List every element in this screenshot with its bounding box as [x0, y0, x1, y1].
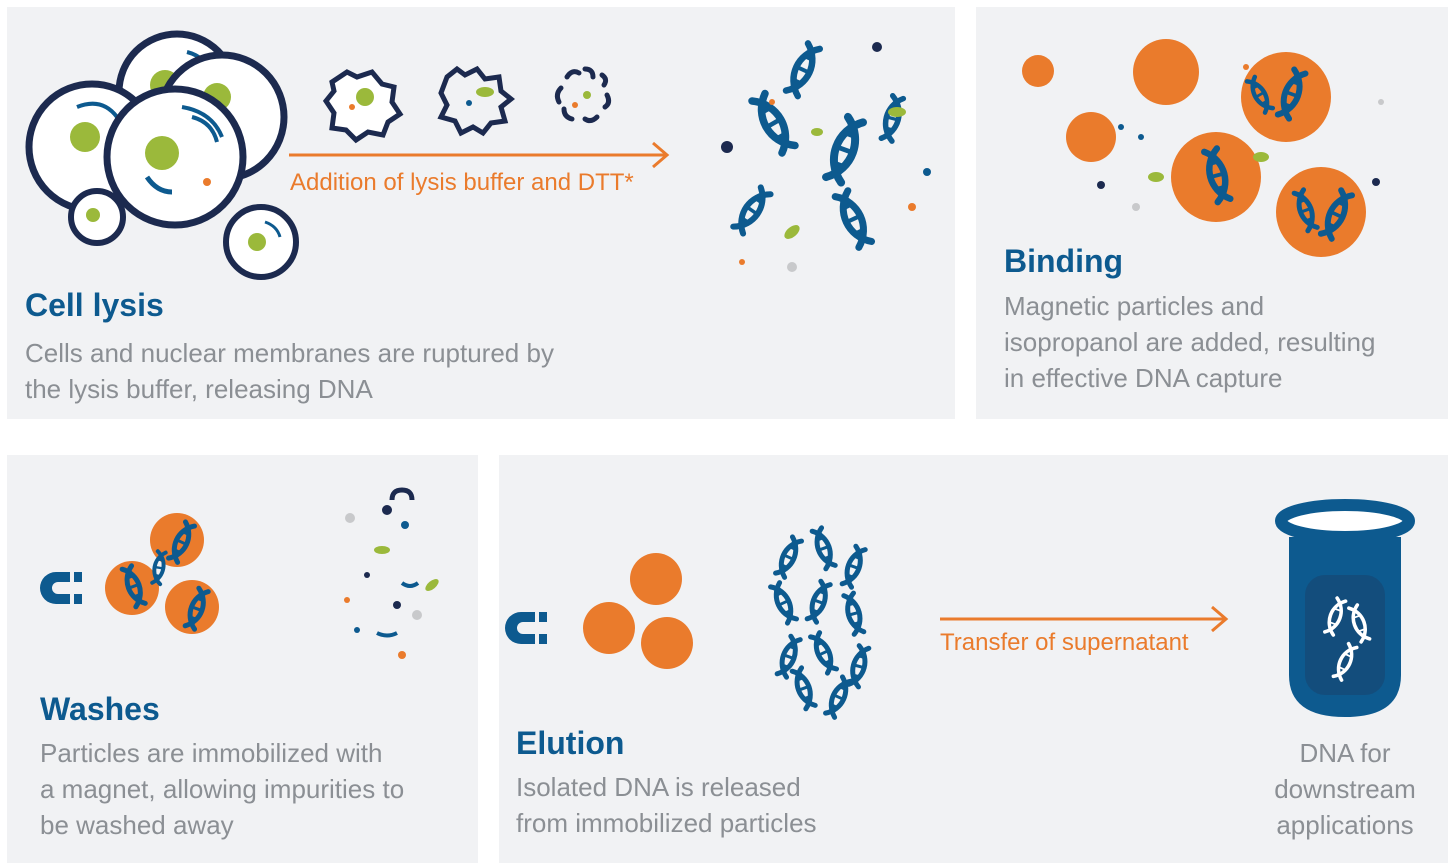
washes-description-line-3: be washed away [40, 810, 234, 840]
result-line-2: downstream [1274, 774, 1416, 804]
elution-panel: Transfer of supernatant Elution Isolated… [499, 455, 1448, 863]
washes-title: Washes [40, 691, 160, 727]
transfer-arrow-label: Transfer of supernatant [940, 629, 1189, 656]
washes-description-line-2: a magnet, allowing impurities to [40, 774, 405, 804]
elution-description-line-2: from immobilized particles [516, 808, 817, 838]
elution-description-line-1: Isolated DNA is released [516, 772, 801, 802]
dna-icon [770, 528, 869, 718]
binding-panel: Binding Magnetic particles and isopropan… [976, 7, 1448, 419]
impurities-icon [344, 487, 439, 659]
tube-icon [1275, 499, 1415, 717]
cell-lysis-title: Cell lysis [25, 287, 164, 323]
washes-description-line-1: Particles are immobilized with [40, 738, 383, 768]
result-line-1: DNA for [1299, 738, 1391, 768]
ruptured-cell-icon [322, 65, 612, 144]
binding-description-line-2: isopropanol are added, resulting [1004, 327, 1376, 357]
cell-lysis-description-line-1: Cells and nuclear membranes are ruptured… [25, 338, 554, 368]
cell-lysis-panel: Addition of lysis buffer and DTT* Cell l… [7, 7, 955, 419]
lysis-arrow-label: Addition of lysis buffer and DTT* [290, 169, 634, 196]
washes-panel: Washes Particles are immobilized with a … [7, 455, 478, 863]
binding-title: Binding [1004, 243, 1124, 279]
cell-icon [25, 30, 931, 280]
binding-description-line-1: Magnetic particles and [1004, 291, 1265, 321]
dna-icon [721, 42, 931, 272]
magnetic-particle-icon [1022, 39, 1384, 257]
result-line-3: applications [1276, 810, 1414, 840]
cell-lysis-description-line-2: the lysis buffer, releasing DNA [25, 374, 373, 404]
elution-title: Elution [516, 725, 625, 761]
elution-illustration [505, 499, 1415, 863]
binding-description-line-3: in effective DNA capture [1004, 363, 1283, 393]
magnet-icon [40, 487, 439, 659]
